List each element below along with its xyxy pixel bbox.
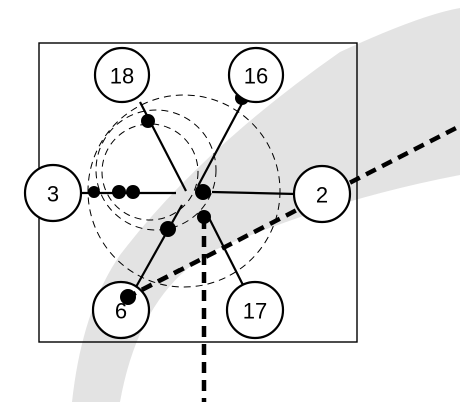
node-16: 16 <box>227 46 285 104</box>
dot-on-6 <box>120 289 136 305</box>
node-2: 2 <box>292 164 352 224</box>
node-18: 18 <box>93 46 151 104</box>
spoke-6 <box>135 204 183 288</box>
node-circle-16 <box>227 46 285 104</box>
node-label-18: 18 <box>110 64 134 89</box>
node-3: 3 <box>23 163 83 223</box>
node-circle-2 <box>292 164 352 224</box>
dot-near-18 <box>141 114 155 128</box>
dashed-circle-small <box>95 109 217 231</box>
dashed-circle-large <box>87 94 281 288</box>
node-label-2: 2 <box>316 183 328 208</box>
node-label-17: 17 <box>243 299 267 324</box>
node-circle-18 <box>93 46 151 104</box>
dot-near-6-spoke <box>160 221 176 237</box>
dot-3-mid-b <box>126 185 140 199</box>
node-circle-17 <box>225 280 285 340</box>
background-band <box>72 8 460 402</box>
dot-3-mid-a <box>112 185 126 199</box>
dot-hub <box>195 184 211 200</box>
dashed-circle-inner <box>101 123 199 221</box>
node-17: 17 <box>225 280 285 340</box>
node-6: 6 <box>91 280 151 340</box>
node-circle-3 <box>23 163 83 223</box>
node-label-6: 6 <box>115 299 127 324</box>
node-label-3: 3 <box>47 182 59 207</box>
heavy-dashed-line-diagonal <box>124 123 460 301</box>
node-label-16: 16 <box>244 64 268 89</box>
spoke-16 <box>197 95 247 187</box>
dot-hub-lower <box>197 210 211 224</box>
spoke-2 <box>211 190 297 196</box>
dot-near-3 <box>88 186 100 198</box>
